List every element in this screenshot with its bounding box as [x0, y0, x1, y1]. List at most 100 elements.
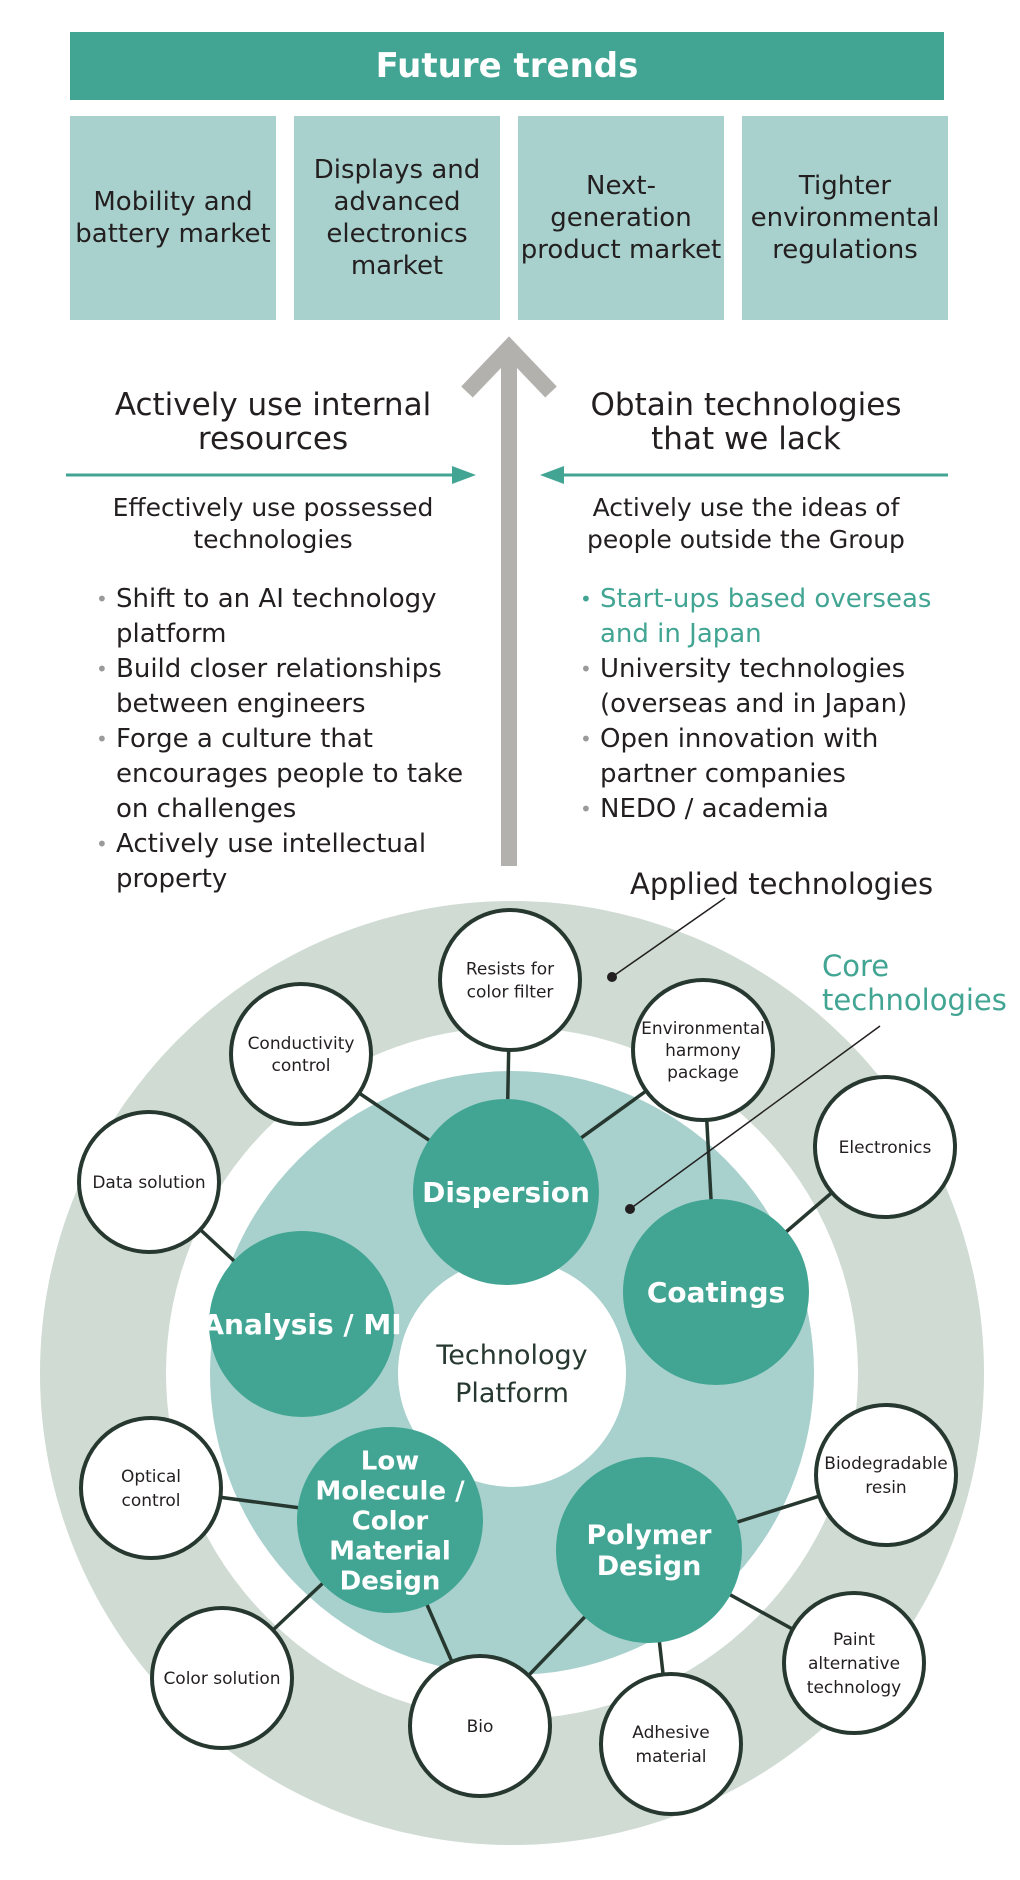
list-item-highlighted: Start-ups based overseas and in Japan — [580, 582, 980, 652]
core-node-circle — [209, 1231, 395, 1417]
applied-node-circle — [599, 1672, 743, 1816]
core-technology-nodes: DispersionCoatingsPolymerDesignLowMolecu… — [202, 1099, 809, 1643]
core-node-coatings: Coatings — [623, 1199, 809, 1385]
applied-node-env-label: harmony — [665, 1041, 741, 1061]
applied-node-env-label: package — [667, 1063, 739, 1083]
applied-node-circle — [408, 1654, 552, 1798]
center-label-line-2: Platform — [455, 1378, 569, 1409]
core-node-lowmol-label: Low — [361, 1446, 419, 1476]
list-item: Open innovation with partner companies — [580, 722, 980, 792]
applied-node-bio: Bio — [408, 1654, 552, 1798]
applied-node-env-label: Environmental — [641, 1019, 765, 1039]
applied-node-color: Color solution — [150, 1606, 294, 1750]
applied-technologies-label: Applied technologies — [630, 867, 933, 901]
core-node-polymer-label: Polymer — [587, 1520, 713, 1551]
applied-node-circle — [150, 1606, 294, 1750]
left-subheading: Effectively use possessed technologies — [112, 493, 434, 554]
core-callout-dot — [625, 1204, 635, 1214]
core-node-dispersion: Dispersion — [413, 1099, 599, 1285]
core-callout: Core technologies — [625, 949, 1007, 1214]
right-heading: Obtain technologies that we lack — [590, 387, 902, 457]
core-node-lowmol-label: Molecule / — [315, 1476, 465, 1506]
applied-node-paint-label: technology — [807, 1678, 901, 1698]
applied-node-circle — [77, 1110, 221, 1254]
applied-node-adhesive: Adhesive material — [599, 1672, 743, 1816]
future-trends-header: Future trends — [70, 32, 944, 100]
trend-box-displays: Displays and advanced electronics market — [294, 116, 500, 320]
applied-node-optical-label: Optical — [121, 1467, 181, 1487]
core-node-lowmol-label: Color — [352, 1506, 429, 1536]
applied-node-adhesive-label: Adhesive — [632, 1723, 709, 1743]
applied-node-conductivity-label: Conductivity — [248, 1034, 355, 1054]
core-node-circle — [556, 1457, 742, 1643]
applied-node-paint-label: alternative — [808, 1654, 900, 1674]
trend-box-next-generation: Next-generation product market — [518, 116, 724, 320]
applied-callout-dot — [607, 972, 617, 982]
left-arrow-head — [452, 466, 476, 484]
applied-node-resists-label: color filter — [467, 983, 554, 1003]
applied-node-conductivity-label: control — [272, 1056, 331, 1076]
core-node-analysis: Analysis / MI — [202, 1231, 402, 1417]
applied-node-paint-label: Paint — [833, 1630, 875, 1650]
applied-callout: Applied technologies — [607, 867, 933, 982]
applied-node-optical: Optical control — [79, 1416, 223, 1560]
applied-node-biodeg-label: resin — [865, 1478, 906, 1498]
up-arrow-head — [461, 336, 557, 398]
applied-node-circle — [631, 978, 775, 1122]
center-circle — [398, 1259, 626, 1487]
core-callout-line — [629, 1025, 881, 1210]
applied-node-bio-label: Bio — [467, 1717, 494, 1737]
core-node-lowmol-label: Design — [340, 1566, 441, 1596]
trend-box-environmental: Tighter environmental regulations — [742, 116, 948, 320]
core-node-circle — [413, 1099, 599, 1285]
center-label: Technology Platform — [435, 1340, 587, 1409]
left-bullet-list: Shift to an AI technology platform Build… — [96, 582, 476, 897]
right-bullet-list: Start-ups based overseas and in Japan Un… — [580, 582, 980, 827]
core-node-circle — [623, 1199, 809, 1385]
right-subheading: Actively use the ideas of people outside… — [587, 493, 905, 554]
applied-node-optical-label: control — [122, 1491, 181, 1511]
applied-node-biodeg-label: Biodegradable — [824, 1454, 947, 1474]
core-node-coatings-label: Coatings — [647, 1276, 785, 1309]
core-node-circle — [297, 1427, 483, 1613]
applied-node-data: Data solution — [77, 1110, 221, 1254]
list-item: University technologies (overseas and in… — [580, 652, 980, 722]
core-technologies-label-line-2: technologies — [822, 983, 1007, 1017]
applied-node-circle — [438, 908, 582, 1052]
technology-diagram: DispersionCoatingsPolymerDesignLowMolecu… — [40, 867, 1007, 1845]
applied-node-resists-label: Resists for — [466, 960, 554, 980]
applied-node-data-label: Data solution — [92, 1173, 205, 1193]
applied-node-circle — [814, 1403, 958, 1547]
core-technologies-label-line-1: Core — [822, 949, 889, 983]
trend-box-mobility: Mobility and battery market — [70, 116, 276, 320]
left-heading: Actively use internal resources — [114, 387, 432, 457]
list-item: Actively use intellectual property — [96, 827, 476, 897]
list-item: Build closer relationships between engin… — [96, 652, 476, 722]
applied-node-electronics-label: Electronics — [839, 1138, 932, 1158]
applied-node-resists: Resists for color filter — [438, 908, 582, 1052]
applied-node-adhesive-label: material — [636, 1747, 707, 1767]
applied-node-electronics: Electronics — [813, 1075, 957, 1219]
applied-node-circle — [79, 1416, 223, 1560]
core-node-polymer-label: Design — [597, 1551, 702, 1582]
applied-node-biodeg: Biodegradable resin — [814, 1403, 958, 1547]
applied-callout-line — [611, 897, 726, 978]
right-arrow-head — [540, 466, 564, 484]
applied-node-paint: Paint alternative technology — [782, 1591, 926, 1735]
applied-node-circle — [229, 982, 373, 1126]
core-node-dispersion-label: Dispersion — [422, 1176, 590, 1209]
list-item: NEDO / academia — [580, 792, 980, 827]
core-node-analysis-label: Analysis / MI — [202, 1308, 401, 1341]
applied-node-circle — [813, 1075, 957, 1219]
applied-node-circle — [782, 1591, 926, 1735]
applied-node-color-label: Color solution — [163, 1669, 280, 1689]
list-item: Shift to an AI technology platform — [96, 582, 476, 652]
flow-arrows — [66, 336, 948, 866]
list-item: Forge a culture that encourages people t… — [96, 722, 476, 827]
core-node-lowmol-label: Material — [329, 1536, 451, 1566]
